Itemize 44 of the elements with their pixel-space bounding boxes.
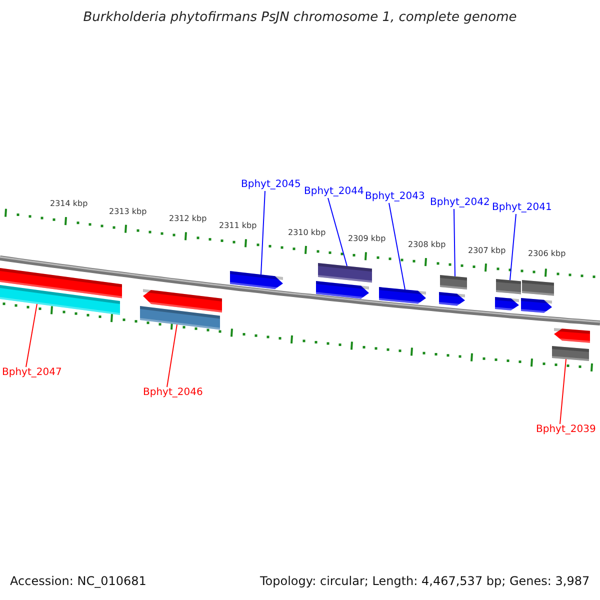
gene-label: Bphyt_2047 — [2, 367, 62, 379]
gene-feature — [439, 292, 465, 306]
gene-feature — [143, 289, 222, 312]
scale-label: 2314 kbp — [50, 199, 88, 208]
gene-feature — [554, 328, 590, 343]
title: Burkholderia phytofirmans PsJN chromosome 1, complete genome — [82, 10, 518, 25]
scale-label: 2309 kbp — [348, 234, 386, 243]
leader-line — [328, 198, 348, 266]
gene-feature — [521, 298, 552, 314]
leader-line — [510, 214, 516, 281]
gene-label: Bphyt_2041 — [492, 202, 552, 214]
gene-feature — [495, 297, 519, 312]
leader-line — [388, 202, 406, 290]
footer-text: Accession: NC_010681 — [10, 574, 146, 588]
leader-line — [260, 190, 266, 275]
gene-bar — [318, 263, 372, 283]
leader-line — [454, 208, 456, 277]
scale-label: 2313 kbp — [109, 207, 147, 216]
gene-bar — [552, 346, 589, 361]
scale-label: 2308 kbp — [408, 240, 446, 249]
scale-label: 2307 kbp — [468, 246, 506, 255]
gene-feature — [316, 281, 369, 300]
leader-line — [26, 303, 38, 368]
scale-label: 2312 kbp — [169, 214, 207, 223]
gene-label: Bphyt_2045 — [241, 179, 301, 191]
gene-bar — [0, 268, 122, 298]
leader-line — [560, 358, 566, 424]
gene-label: Bphyt_2044 — [304, 186, 364, 198]
gene-bar — [140, 306, 220, 330]
gene-label: Bphyt_2046 — [143, 387, 203, 399]
gene-bar — [522, 280, 554, 296]
gene-label: Bphyt_2039 — [536, 424, 596, 436]
leader-line — [166, 324, 178, 388]
gene-feature — [379, 287, 426, 305]
scale-label: 2310 kbp — [288, 228, 326, 237]
gene-label: Bphyt_2043 — [365, 191, 425, 203]
scale-label: 2311 kbp — [219, 221, 257, 230]
gene-feature — [230, 271, 283, 290]
scale-label: 2306 kbp — [528, 249, 566, 258]
gene-bar — [0, 285, 120, 315]
gene-bar — [496, 279, 521, 294]
gene-label: Bphyt_2042 — [430, 197, 490, 209]
gene-bar — [440, 275, 467, 290]
footer-text: Topology: circular; Length: 4,467,537 bp; Genes: 3,987 — [260, 574, 590, 588]
